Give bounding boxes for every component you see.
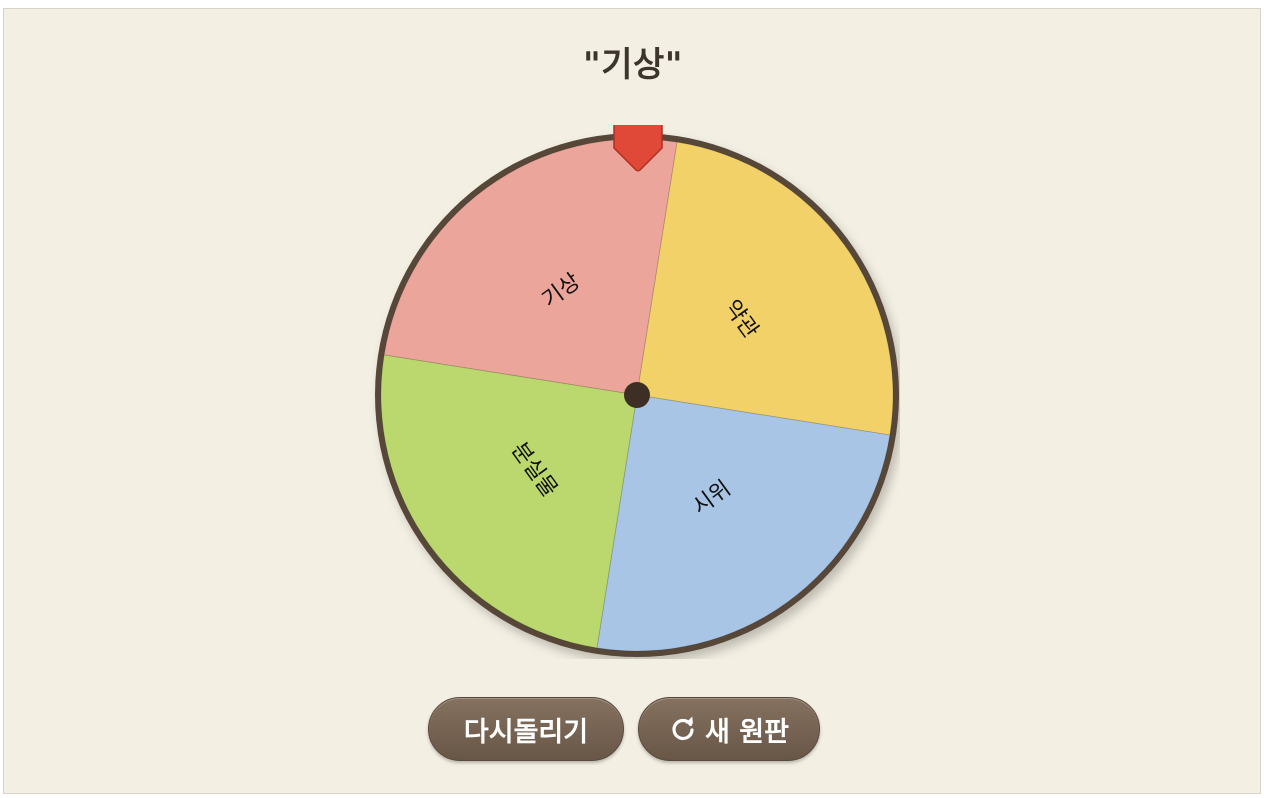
pointer-marker: [613, 125, 663, 172]
refresh-icon: [669, 715, 697, 743]
new-wheel-label: 새 원판: [705, 716, 789, 748]
wheel-segment-3: [596, 394, 891, 652]
result-title: "기상": [583, 45, 683, 85]
wheel-segment-1: [383, 138, 678, 396]
wheel-hub: [624, 382, 650, 408]
wheel-segment-2: [636, 141, 894, 436]
respin-button[interactable]: 다시돌리기: [428, 697, 624, 761]
new-wheel-button[interactable]: 새 원판: [638, 697, 820, 761]
wheel-segment-4: [380, 354, 638, 649]
